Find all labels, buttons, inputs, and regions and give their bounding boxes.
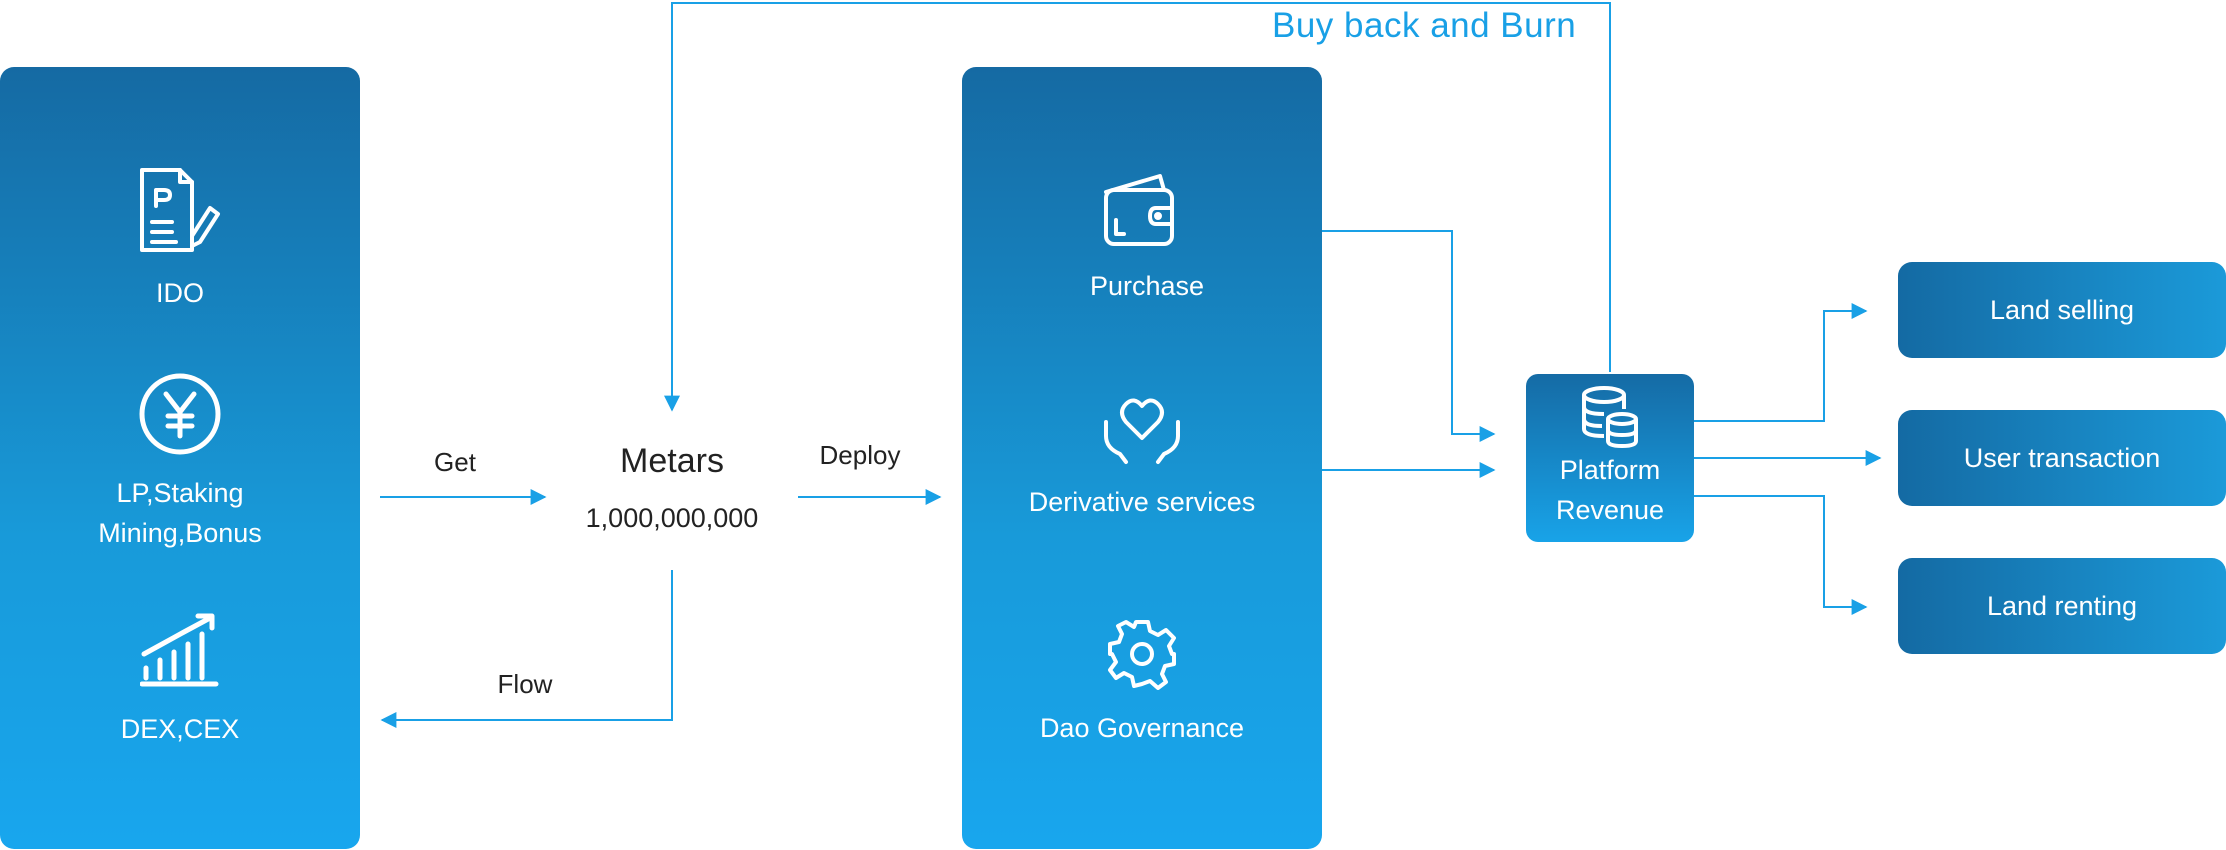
revenue-to-land-selling-arrow (1694, 303, 1868, 422)
dao-governance-label: Dao Governance (1039, 713, 1245, 743)
metars-title: Metars (620, 442, 724, 480)
uses-panel (962, 67, 1322, 849)
buyback-label: Buy back and Burn (1272, 6, 1577, 45)
lp-staking-line1: LP,Staking (116, 478, 244, 508)
lp-staking-label: LP,Staking Mining,Bonus (0, 473, 360, 553)
deploy-label: Deploy (819, 440, 901, 470)
derivative-services-label: Derivative services (1028, 487, 1256, 517)
user-transaction-box: User transaction (1898, 410, 2226, 506)
coin-stack-icon (1578, 385, 1642, 454)
land-selling-label: Land selling (1989, 294, 2135, 325)
wallet-icon (1102, 172, 1182, 253)
land-selling-box: Land selling (1898, 262, 2226, 358)
gear-icon (1106, 618, 1178, 695)
ido-label: IDO (155, 278, 204, 308)
platform-revenue-label: Platform Revenue (1526, 450, 1694, 530)
flow-arrow (380, 570, 673, 728)
flow-label: Flow (497, 669, 553, 699)
lp-staking-line2: Mining,Bonus (98, 518, 262, 548)
bar-chart-trend-icon (139, 612, 220, 693)
land-renting-box: Land renting (1898, 558, 2226, 654)
dex-cex-label: DEX,CEX (120, 714, 240, 744)
buyback-arrow (664, 2, 1611, 412)
yen-circle-icon (138, 372, 222, 461)
metars-amount: 1,000,000,000 (585, 503, 759, 533)
document-pen-icon (136, 166, 222, 259)
user-transaction-label: User transaction (1963, 442, 2161, 473)
land-renting-label: Land renting (1986, 590, 2138, 621)
platform-revenue-line1: Platform (1559, 455, 1661, 485)
revenue-to-land-renting-arrow (1694, 495, 1868, 615)
purchase-label: Purchase (1089, 271, 1205, 301)
platform-revenue-line2: Revenue (1555, 495, 1665, 525)
purchase-to-revenue-arrow (1322, 230, 1496, 442)
heart-hands-icon (1102, 392, 1182, 471)
sources-panel (0, 67, 360, 849)
get-label: Get (434, 447, 476, 477)
